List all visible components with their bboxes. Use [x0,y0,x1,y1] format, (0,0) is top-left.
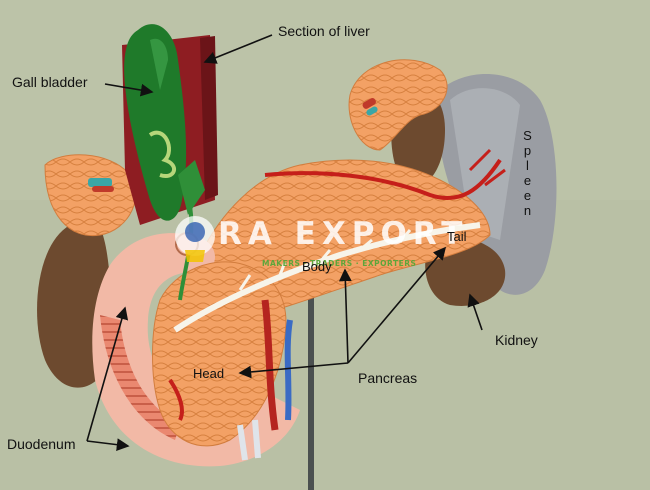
mesenteric-vessel [261,299,279,431]
arrow-pancreas-tail [347,246,447,364]
pancreas-head [152,261,287,447]
pancreatic-duct [173,222,481,333]
label-gall-bladder: Gall bladder [12,74,88,90]
arrow-gall-bladder [104,83,154,97]
arrow-kidney [467,293,483,331]
label-section-of-liver: Section of liver [278,23,370,39]
arrow-duodenum-lower [86,438,130,451]
arrow-section-of-liver [203,34,273,64]
label-spleen: Spleen [520,128,535,218]
upper-right-lobe [348,59,448,151]
splenic-artery [264,158,502,201]
label-body: Body [302,259,332,274]
arrow-pancreas-body [338,268,352,364]
watermark-brand: RA EXPORT [218,216,469,252]
stand-rod [308,285,314,490]
label-head: Head [193,366,225,381]
gall-bladder [124,24,187,221]
label-kidney: Kidney [495,332,538,348]
liver-lobe-left [44,154,137,237]
label-tail: Tail [447,229,467,244]
arrow-duodenum-upper [86,306,129,442]
watermark-tagline: MAKERS · TRADERS · EXPORTERS [262,259,417,268]
label-duodenum: Duodenum [7,436,76,452]
label-pancreas: Pancreas [358,370,418,386]
arrow-pancreas-head [238,362,349,379]
